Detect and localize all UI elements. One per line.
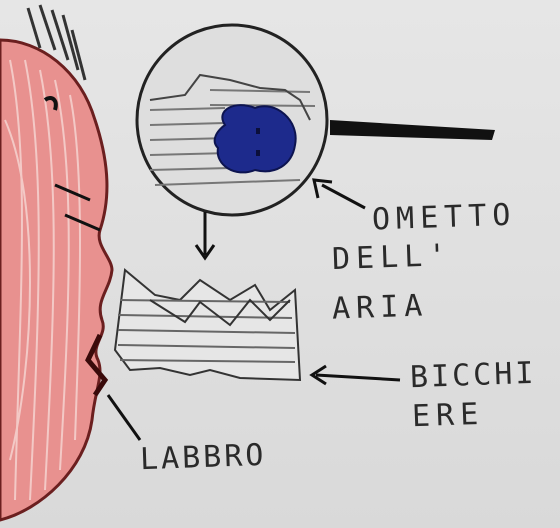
down-arrow: [196, 212, 214, 258]
label-ometto-2: DELL': [331, 238, 452, 277]
label-ometto-1: OMETTO: [371, 197, 517, 237]
label-ometto-3: ARIA: [331, 288, 428, 326]
label-bicchiere-2: ERE: [411, 397, 484, 434]
glass-drawing: [115, 270, 300, 380]
label-labbro: LABBRO: [139, 438, 267, 477]
ometto-arrow: [314, 180, 365, 208]
zoom-handle: [330, 120, 495, 140]
glass-shape: [115, 270, 300, 380]
label-bicchiere-1: BICCHI: [409, 356, 537, 395]
labbro-pointer: [108, 395, 140, 440]
face-profile: [0, 5, 112, 520]
ometto-blob: [215, 105, 296, 172]
bicchiere-arrow: [312, 366, 400, 384]
